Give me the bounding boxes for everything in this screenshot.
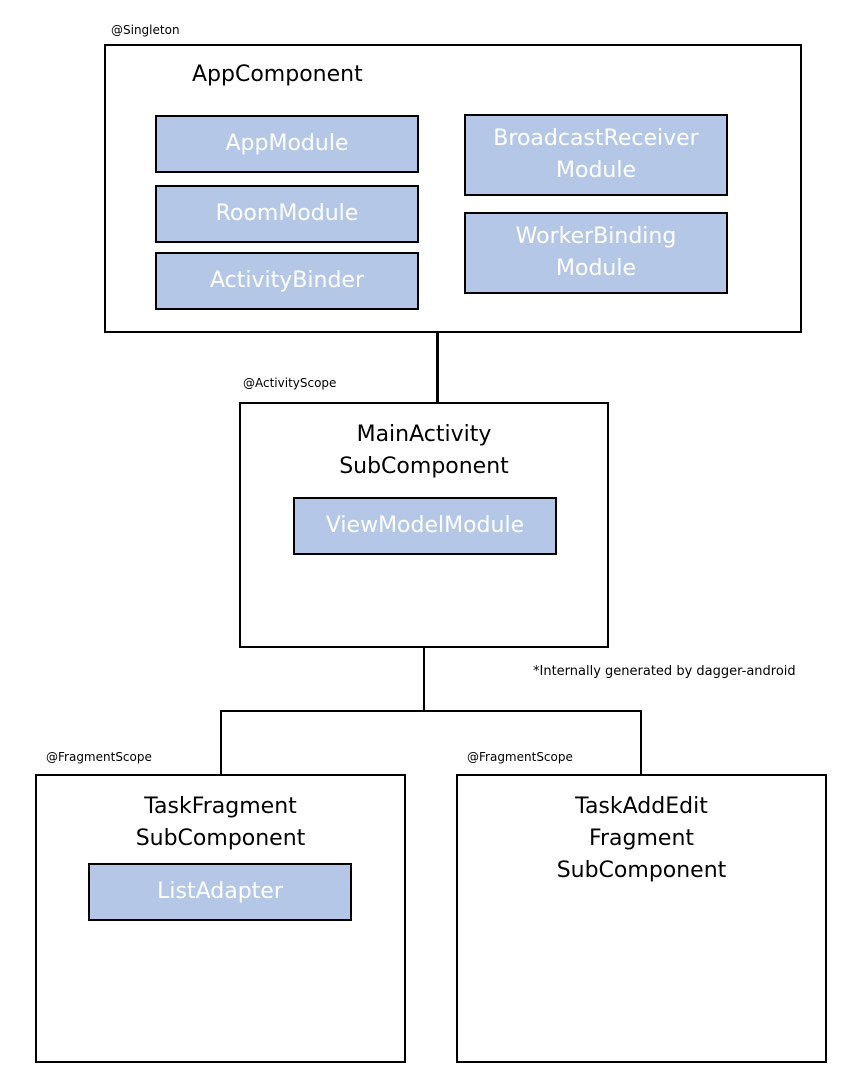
app-module: AppModule xyxy=(155,115,419,173)
task-fragment-scope-label: @FragmentScope xyxy=(46,750,152,764)
main-activity-title: MainActivity SubComponent xyxy=(339,422,509,479)
task-fragment-subcomponent-box: TaskFragment SubComponent ListAdapter xyxy=(35,774,406,1063)
connector-to-task-fragment xyxy=(220,710,222,775)
task-add-edit-subcomponent-box: TaskAddEdit Fragment SubComponent xyxy=(456,774,827,1063)
activity-binder-module: ActivityBinder xyxy=(155,252,419,310)
list-adapter-module: ListAdapter xyxy=(88,863,352,921)
connector-to-task-add-edit xyxy=(640,710,642,775)
room-module: RoomModule xyxy=(155,185,419,243)
view-model-module: ViewModelModule xyxy=(293,497,557,555)
main-activity-subcomponent-box: MainActivity SubComponent ViewModelModul… xyxy=(239,402,609,648)
broadcast-receiver-module: BroadcastReceiver Module xyxy=(464,114,728,196)
app-component-scope-label: @Singleton xyxy=(111,23,180,37)
connector-app-to-activity xyxy=(436,332,439,403)
task-add-edit-scope-label: @FragmentScope xyxy=(467,750,573,764)
app-component-box: AppComponent AppModule RoomModule Activi… xyxy=(104,44,802,333)
app-component-title: AppComponent xyxy=(192,62,363,87)
generated-note: *Internally generated by dagger-android xyxy=(533,664,796,679)
main-activity-scope-label: @ActivityScope xyxy=(243,376,337,390)
worker-binding-module: WorkerBinding Module xyxy=(464,212,728,294)
connector-activity-down xyxy=(423,647,425,712)
task-add-edit-title: TaskAddEdit Fragment SubComponent xyxy=(556,794,727,883)
task-fragment-title: TaskFragment SubComponent xyxy=(135,794,306,851)
connector-horizontal xyxy=(220,710,642,712)
